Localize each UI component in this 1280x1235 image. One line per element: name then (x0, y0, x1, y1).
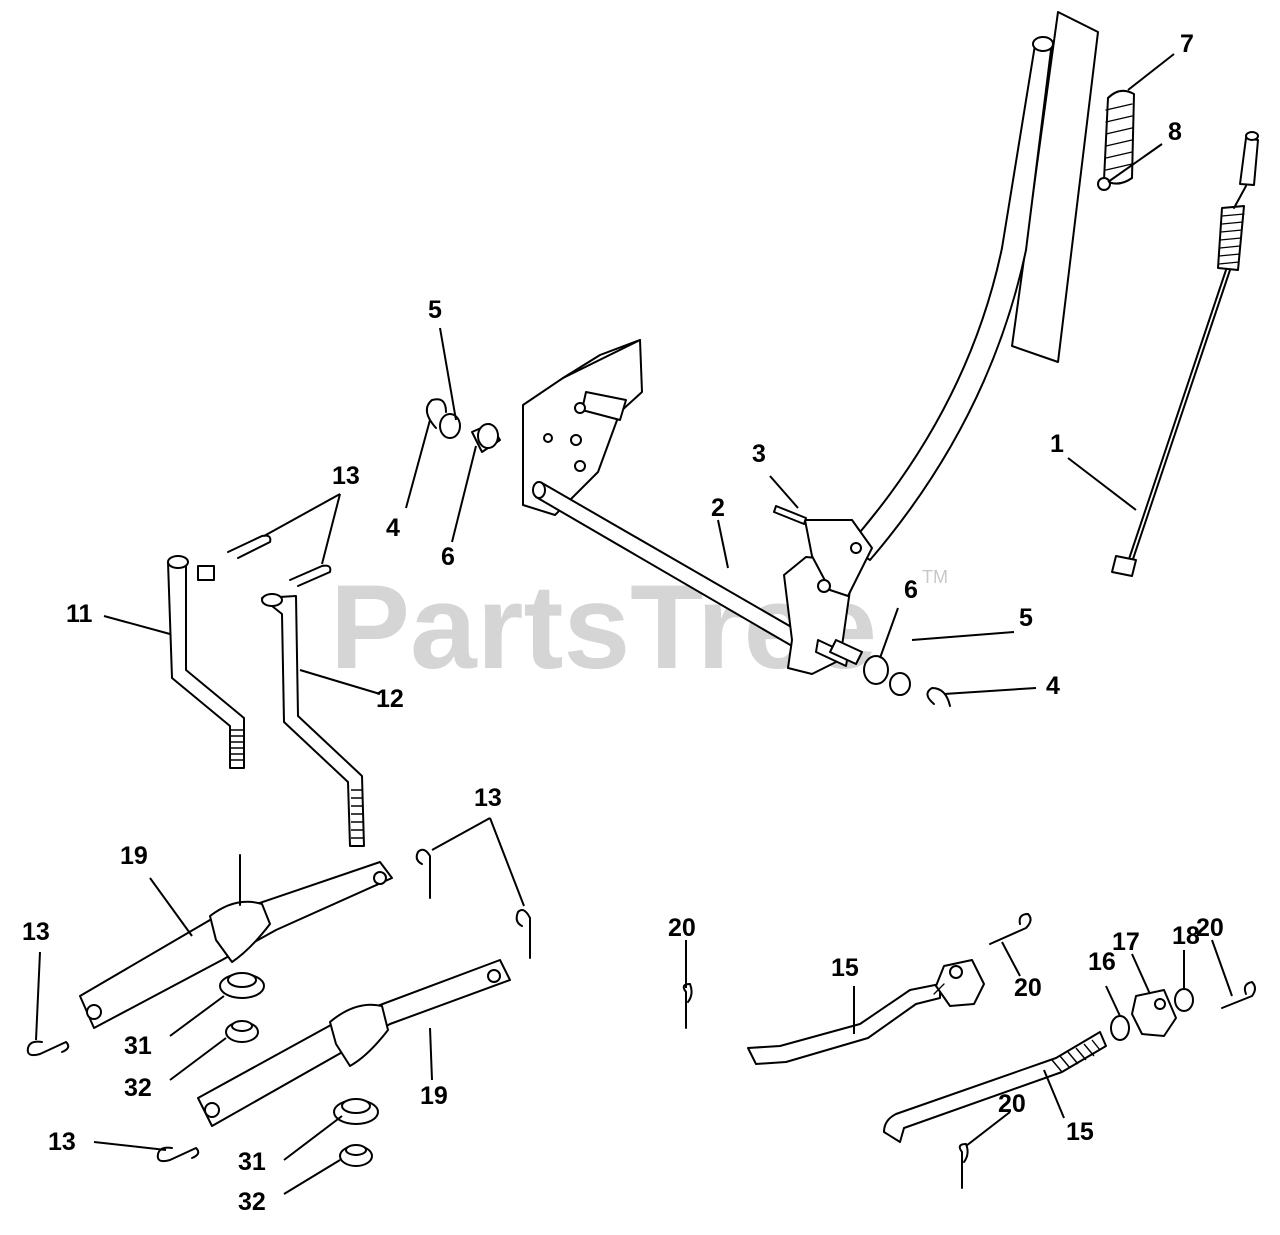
callout-3: 3 (752, 440, 766, 468)
callout-31-lower: 31 (238, 1148, 266, 1176)
callout-5-right: 5 (1019, 604, 1033, 632)
callout-19-lower: 19 (420, 1082, 448, 1110)
callout-2: 2 (711, 494, 725, 522)
hairpins-20 (682, 913, 1256, 1189)
callout-18: 18 (1172, 922, 1200, 950)
pin-3 (773, 505, 807, 525)
hairpins-13-middle (415, 848, 531, 959)
callout-6-upper: 6 (441, 543, 455, 571)
link-11 (167, 555, 245, 769)
nut-32-lower (339, 1144, 373, 1167)
callout-17: 17 (1112, 928, 1140, 956)
callout-8: 8 (1168, 118, 1182, 146)
parts-4-5-6-upper (425, 398, 501, 453)
callout-31-upper: 31 (124, 1032, 152, 1060)
callout-15-lower: 15 (1066, 1118, 1094, 1146)
callout-20-right: 20 (1196, 914, 1224, 942)
hairpins-13-lower (26, 1040, 200, 1163)
washer-18 (1174, 988, 1194, 1012)
callout-5-upper: 5 (428, 296, 442, 324)
rod-15-upper (747, 959, 985, 1065)
arm-19-lower (197, 959, 511, 1127)
leader-lines (35, 53, 1233, 1195)
callout-6-right: 6 (904, 576, 918, 604)
callout-13-lower: 13 (48, 1128, 76, 1156)
knob-8 (1097, 177, 1111, 191)
callout-12: 12 (376, 685, 404, 713)
clevis-17 (1131, 989, 1177, 1037)
callout-20-lower: 20 (998, 1090, 1026, 1118)
rod-15-lower (883, 1031, 1107, 1143)
callout-15-upper: 15 (831, 954, 859, 982)
callout-labels: 1 2 3 4 4 5 5 6 6 7 8 11 12 13 13 13 13 … (22, 30, 1224, 1216)
arm-19-upper (79, 854, 393, 1029)
callout-20-left: 20 (668, 914, 696, 942)
rod-1 (1111, 131, 1259, 577)
frame-bracket (522, 339, 643, 516)
callout-32-upper: 32 (124, 1074, 152, 1102)
callout-7: 7 (1180, 30, 1194, 58)
washer-16 (1110, 1015, 1130, 1041)
parts-4-5-6-right (829, 639, 951, 707)
nut-32-upper (225, 1020, 259, 1043)
callout-32-lower: 32 (238, 1188, 266, 1216)
callout-4-upper: 4 (386, 514, 400, 542)
callout-4-right: 4 (1046, 672, 1060, 700)
callout-11: 11 (66, 600, 93, 628)
lift-lever (532, 36, 1054, 675)
watermark-tm: TM (922, 567, 948, 587)
callout-20-middle: 20 (1014, 974, 1042, 1002)
callout-13-upper: 13 (332, 462, 360, 490)
bushing-31-lower (333, 1098, 379, 1125)
link-12 (261, 593, 365, 847)
grip-7 (1103, 89, 1135, 185)
hairpins-13-upper (227, 534, 332, 587)
callout-16: 16 (1088, 948, 1116, 976)
bushing-31-upper (219, 972, 265, 999)
callout-1: 1 (1050, 430, 1064, 458)
callout-13-left: 13 (22, 918, 50, 946)
callout-19-upper: 19 (120, 842, 148, 870)
callout-13-middle: 13 (474, 784, 502, 812)
